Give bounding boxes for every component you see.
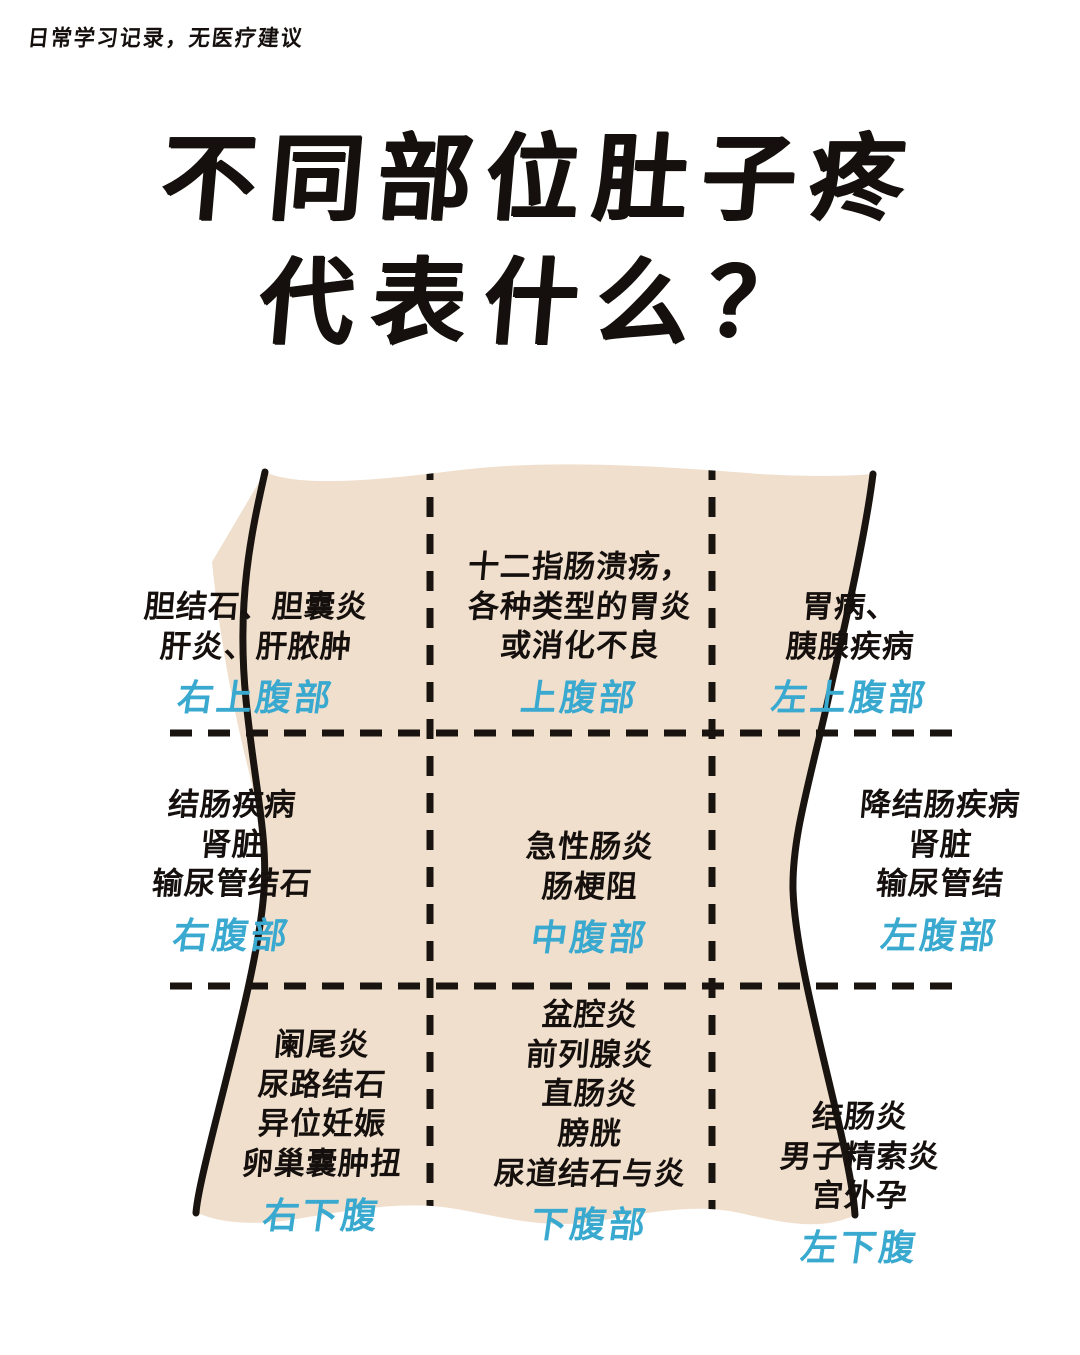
region-mid-mid: 急性肠炎 肠梗阻 中腹部	[430, 828, 750, 961]
region-low-left: 结肠炎 男子精索炎 宫外孕 左下腹	[700, 1098, 1020, 1271]
region-upper-right: 胆结石、胆囊炎 肝炎、肝脓肿 右上腹部	[96, 588, 416, 721]
torso-left-contour	[192, 468, 269, 1217]
region-upper-mid: 十二指肠溃疡， 各种类型的胃炎 或消化不良 上腹部	[420, 548, 740, 721]
condition-text: 胃病、	[800, 589, 900, 625]
condition-text: 十二指肠溃疡，	[466, 549, 694, 585]
condition-text: 胰腺疾病	[784, 628, 916, 665]
condition-text: 降结肠疾病	[858, 787, 1022, 823]
condition-text: 盆腔炎	[540, 997, 640, 1033]
region-mid-right: 结肠疾病 肾脏 输尿管结石 右腹部	[72, 786, 392, 959]
condition-text: 结肠炎	[810, 1099, 910, 1135]
condition-text: 男子精索炎	[778, 1138, 942, 1175]
torso-right-contour	[789, 470, 877, 1219]
zone-label-upper-mid: 上腹部	[518, 678, 641, 720]
condition-text: 结肠疾病	[166, 787, 298, 823]
region-low-right: 阑尾炎 尿路结石 异位妊娠 卵巢囊肿扭 右下腹	[172, 1026, 472, 1239]
torso-shape	[196, 464, 873, 1225]
condition-text: 肾脏	[198, 826, 266, 863]
condition-text: 急性肠炎	[524, 829, 656, 865]
zone-label-mid-mid: 中腹部	[528, 918, 651, 960]
zone-label-upper-left: 左上腹部	[768, 678, 931, 720]
condition-text: 宫外孕	[810, 1178, 910, 1215]
condition-text: 肝炎、肝脓肿	[158, 628, 354, 665]
zone-label-mid-left: 左腹部	[878, 916, 1001, 958]
condition-text: 胆结石、胆囊炎	[142, 589, 370, 625]
region-mid-left: 降结肠疾病 肾脏 输尿管结 左腹部	[790, 786, 1080, 959]
zone-label-low-left: 左下腹	[798, 1228, 921, 1270]
condition-text: 前列腺炎	[524, 1036, 656, 1073]
condition-text: 肾脏	[906, 826, 974, 863]
zone-label-mid-right: 右腹部	[170, 916, 293, 958]
region-upper-left: 胃病、 胰腺疾病 左上腹部	[700, 588, 1000, 721]
condition-text: 输尿管结石	[150, 866, 314, 903]
zone-label-upper-right: 右上腹部	[174, 678, 337, 720]
condition-text: 肠梗阻	[540, 868, 640, 905]
condition-text: 输尿管结	[874, 866, 1006, 903]
condition-text: 各种类型的胃炎	[466, 588, 694, 625]
condition-text: 或消化不良	[498, 628, 662, 665]
